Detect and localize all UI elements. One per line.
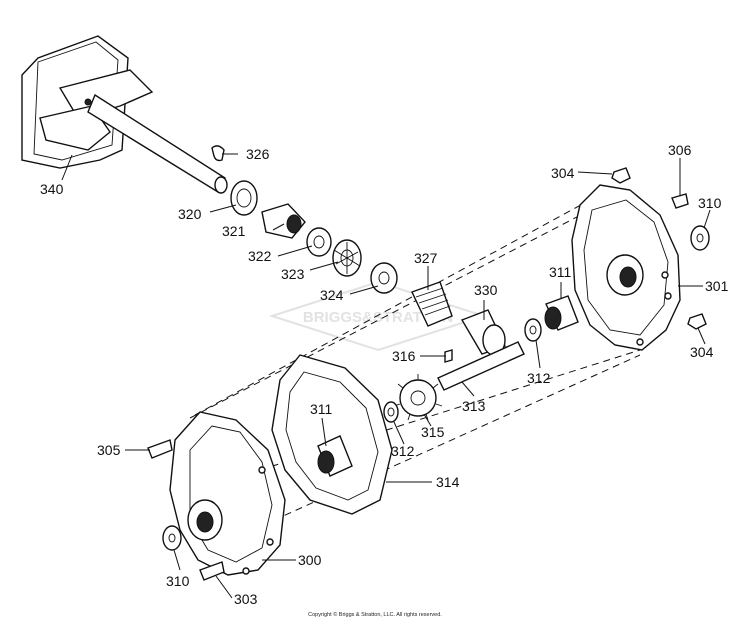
callout-300: 300 [298,552,322,568]
nut-304-upper [611,167,631,184]
callout-311-upper: 311 [549,264,572,280]
callout-306: 306 [668,142,692,158]
washer-312-lower [383,401,399,423]
callout-323: 323 [281,266,305,282]
callout-330: 330 [474,282,498,298]
gear-315 [393,374,443,421]
pin-326 [211,145,225,162]
callout-310-lower: 310 [166,573,190,589]
callout-322: 322 [248,248,272,264]
bearing-311-upper [544,295,579,331]
screw-305 [147,439,173,459]
screw-306 [671,193,689,209]
callout-320: 320 [178,206,202,222]
callout-304-lower: 304 [690,344,714,360]
callout-303: 303 [234,591,258,607]
callout-314: 314 [436,474,460,490]
callout-316: 316 [392,348,416,364]
impeller-assembly-340 [21,35,228,194]
callout-311-lower: 311 [310,401,333,417]
copyright-text: Copyright © Briggs & Stratton, LLC. All … [308,612,442,618]
callout-labels: 340 326 320 321 322 323 324 327 330 311 … [40,142,729,607]
seal-310-upper [690,225,710,251]
key-316 [444,349,453,363]
callout-301: 301 [705,278,729,294]
callout-326: 326 [246,146,270,162]
leader-lines [61,153,711,599]
washer-324 [370,262,398,294]
callout-313: 313 [462,398,486,414]
bushing-330 [460,309,506,356]
seal-310-lower [162,525,182,551]
worm-gear-327 [411,281,453,327]
watermark-text: BRIGGS&STRATTON [303,309,453,326]
callout-321: 321 [222,223,246,239]
bearing-321 [261,203,306,239]
callout-305: 305 [97,442,121,458]
callout-304-upper: 304 [551,165,575,181]
thrust-bearing-323 [332,239,362,277]
washer-322 [306,227,332,257]
gear-case-300 [169,411,286,576]
callout-312-upper: 312 [527,370,551,386]
callout-315: 315 [421,424,445,440]
bearing-311-lower [317,435,353,477]
callout-340: 340 [40,181,64,197]
screw-303 [199,561,225,581]
callout-310-upper: 310 [698,195,722,211]
seal-320 [230,180,258,216]
gasket-314 [271,354,393,515]
shaft-313 [437,341,525,391]
washer-312-upper [524,318,542,342]
gear-case-301 [571,184,681,351]
nut-304-lower [687,313,707,330]
callout-327: 327 [414,250,438,266]
callout-312-lower: 312 [391,443,415,459]
callout-324: 324 [320,287,344,303]
